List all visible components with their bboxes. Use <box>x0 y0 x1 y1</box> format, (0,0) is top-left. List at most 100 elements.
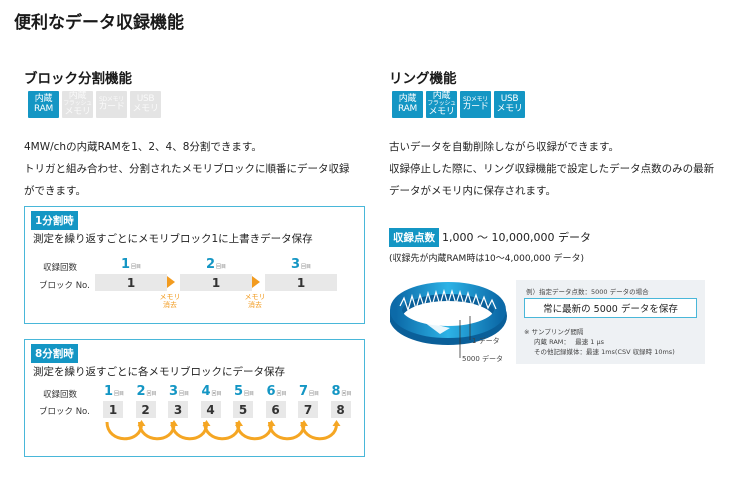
count-row-label: 収録回数 <box>43 263 78 273</box>
label-1-data: 1 データ <box>472 337 500 345</box>
count-number: 6回目 <box>266 384 287 399</box>
count-number: 3回目 <box>169 384 190 399</box>
one-split-box: 1分割時 測定を繰り返すごとにメモリブロック1に上書きデータ保存 収録回数 ブロ… <box>24 206 365 324</box>
erase-line: 消去 <box>248 301 262 310</box>
ring-badge-3: SDメモリカード <box>460 91 491 118</box>
badge-line: RAM <box>34 103 53 114</box>
block-cell: 2 <box>135 401 156 418</box>
ring-desc-line: 収録停止した際に、リング収録機能で設定したデータ点数のみの最新 <box>389 163 715 175</box>
block-description: 4MW/chの内蔵RAMを1、2、4、8分割できます。 トリガと組み合わせ、分割… <box>24 136 350 202</box>
memory-erase-label: メモリ消去 <box>153 293 187 310</box>
cycle-arrow <box>268 421 306 441</box>
block-desc-line: トリガと組み合わせ、分割されたメモリブロックに順番にデータ収録 <box>24 163 350 175</box>
memory-erase-label: メモリ消去 <box>238 293 272 310</box>
block-row-label: ブロック No. <box>39 407 90 417</box>
ring-desc-line: データがメモリ内に保存されます。 <box>389 185 556 197</box>
count-number: 1回目 <box>121 257 142 272</box>
label-5000-data: 5000 データ <box>462 355 504 363</box>
block-desc-line: ができます。 <box>24 185 86 197</box>
block-cell: 1 <box>265 274 337 291</box>
block-cell: 3 <box>168 401 188 418</box>
points-badge: 収録点数 <box>389 228 439 247</box>
count-unit: 回目 <box>146 391 157 397</box>
next-arrow <box>252 276 260 288</box>
sampling-title: ※ サンプリング間隔 <box>524 328 584 336</box>
count-row-label: 収録回数 <box>43 390 78 400</box>
count-unit: 回目 <box>341 391 352 397</box>
latest-data-box: 常に最新の 5000 データを保存 <box>524 298 697 318</box>
points-range: 1,000 ～ 10,000,000 データ <box>442 231 591 244</box>
block-desc-line: 4MW/chの内蔵RAMを1、2、4、8分割できます。 <box>24 141 262 153</box>
eight-split-box: 8分割時 測定を繰り返すごとに各メモリブロックにデータ保存 収録回数 ブロック … <box>24 339 365 457</box>
points-note: (収録先が内蔵RAM時は10～4,000,000 データ) <box>389 254 584 264</box>
block-split-heading: ブロック分割機能 <box>24 71 132 87</box>
block-cell: 4 <box>200 401 221 418</box>
count-unit: 回目 <box>244 391 255 397</box>
badge-line: メモリ <box>428 106 455 117</box>
count-unit: 回目 <box>131 264 142 270</box>
erase-line: 消去 <box>163 301 177 310</box>
badge-line: USB <box>136 94 155 105</box>
ring-desc-line: 古いデータを自動削除しながら収録ができます。 <box>389 141 619 153</box>
badge-line: SDメモリ <box>463 95 488 103</box>
badge-line: RAM <box>398 103 417 114</box>
page-title: 便利なデータ収録機能 <box>14 13 184 33</box>
block-cell: 5 <box>233 401 253 418</box>
badge-line: 内蔵 <box>34 94 53 105</box>
badge-line: USB <box>500 94 519 105</box>
cycle-arrow <box>203 421 241 441</box>
one-split-tag: 1分割時 <box>31 211 78 230</box>
cycle-arrow <box>138 421 176 441</box>
sampling-other: その他記録媒体：最速 1ms(CSV 収録時 10ms) <box>534 348 675 356</box>
badge-line: 内蔵 <box>68 90 87 101</box>
cycle-arrow <box>300 421 338 441</box>
eight-split-desc: 測定を繰り返すごとに各メモリブロックにデータ保存 <box>33 366 285 378</box>
block-cell: 1 <box>103 401 123 418</box>
block-badge-2: 内蔵フラッシュメモリ <box>62 91 93 118</box>
count-unit: 回目 <box>309 391 320 397</box>
block-cell: 8 <box>330 401 351 418</box>
cycle-arrow <box>235 421 273 441</box>
count-unit: 回目 <box>276 391 287 397</box>
ring-waveform <box>399 288 497 313</box>
badge-line: カード <box>98 101 125 112</box>
badge-line: メモリ <box>132 103 159 114</box>
cycle-arrows <box>105 420 341 441</box>
block-badge-3: SDメモリカード <box>96 91 127 118</box>
cycle-arrow <box>170 421 208 441</box>
sampling-ram: 内蔵 RAM： 最速 1 μs <box>534 338 604 346</box>
block-cell: 6 <box>265 401 286 418</box>
count-number: 2回目 <box>206 257 227 272</box>
ring-band-top <box>390 282 506 338</box>
badge-line: カード <box>462 101 489 112</box>
count-number: 2回目 <box>136 384 157 399</box>
count-number: 8回目 <box>331 384 352 399</box>
count-number: 1回目 <box>104 384 125 399</box>
example-text: 例）指定データ点数：5000 データの場合 <box>526 288 649 296</box>
count-number: 4回目 <box>201 384 222 399</box>
block-cell: 1 <box>95 274 167 291</box>
badge-line: フラッシュ <box>427 100 456 108</box>
block-row-label: ブロック No. <box>39 281 90 291</box>
block-cell: 7 <box>298 401 318 418</box>
count-unit: 回目 <box>114 391 125 397</box>
badge-line: SDメモリ <box>99 95 124 103</box>
one-split-desc: 測定を繰り返すごとにメモリブロック1に上書きデータ保存 <box>33 233 313 245</box>
count-number: 3回目 <box>291 257 312 272</box>
badge-line: メモリ <box>64 106 91 117</box>
ring-diagram <box>390 282 507 358</box>
cycle-arrow-head <box>332 420 341 426</box>
badge-line: 内蔵 <box>398 94 417 105</box>
count-number: 7回目 <box>299 384 320 399</box>
erase-line: メモリ <box>159 293 181 301</box>
count-unit: 回目 <box>211 391 222 397</box>
count-number: 5回目 <box>234 384 255 399</box>
count-unit: 回目 <box>301 264 312 270</box>
badge-line: メモリ <box>496 103 523 114</box>
badge-line: 内蔵 <box>432 90 451 101</box>
count-unit: 回目 <box>179 391 190 397</box>
